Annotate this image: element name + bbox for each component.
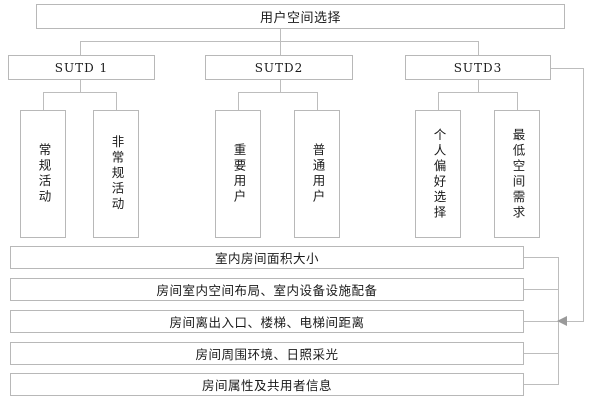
node-attribute-environment-lighting: 房间周围环境、日照采光 (10, 342, 524, 365)
node-regular-activity: 常规活动 (20, 110, 66, 238)
connector-sutd1-to-v2 (116, 92, 117, 110)
node-sutd-3-label: SUTD3 (453, 60, 503, 75)
node-irregular-activity-label: 非常规活动 (109, 135, 125, 213)
connector-bus-drop-sutd3 (478, 41, 479, 56)
node-personal-preference: 个人偏好选择 (415, 110, 461, 238)
node-sutd-1: SUTD 1 (8, 55, 155, 80)
connector-sutd2-to-v3 (238, 92, 239, 110)
node-root-user-space-selection: 用户空间选择 (36, 4, 565, 29)
node-attribute-environment-lighting-label: 房间周围环境、日照采光 (195, 347, 339, 362)
node-attribute-distance-entrance: 房间离出入口、楼梯、电梯间距离 (10, 310, 524, 333)
node-root-label: 用户空间选择 (259, 11, 341, 26)
connector-bus-drop-sutd2 (280, 41, 281, 56)
node-regular-activity-label: 常规活动 (36, 143, 52, 205)
connector-bar3-stub (524, 353, 559, 354)
node-minimum-space-need-label: 最低空间需求 (510, 127, 526, 221)
connector-sutd3-to-v6 (517, 92, 518, 110)
connector-sutd2-drop (280, 80, 281, 92)
arrow-head-icon (557, 316, 567, 326)
node-attribute-distance-entrance-label: 房间离出入口、楼梯、电梯间距离 (169, 315, 365, 330)
connector-sutd1-drop (80, 80, 81, 92)
connector-sutd1-bus (43, 92, 117, 93)
node-important-user: 重要用户 (215, 110, 261, 238)
node-attribute-room-sharing-info: 房间属性及共用者信息 (10, 373, 524, 396)
node-irregular-activity: 非常规活动 (93, 110, 139, 238)
connector-sutd1-to-v1 (43, 92, 44, 110)
node-minimum-space-need: 最低空间需求 (494, 110, 540, 238)
node-sutd-2-label: SUTD2 (254, 60, 304, 75)
connector-sutd3-down (583, 68, 584, 321)
connector-sutd3-drop (478, 80, 479, 92)
node-attribute-layout-equipment-label: 房间室内空间布局、室内设备设施配备 (156, 283, 378, 298)
connector-sutd3-into-attributes (566, 321, 584, 322)
node-ordinary-user-label: 普通用户 (310, 143, 326, 205)
connector-sutd3-right-exit (551, 68, 583, 69)
connector-bar4-stub (524, 384, 559, 385)
connector-sutd3-to-v5 (438, 92, 439, 110)
connector-sutd3-bus (438, 92, 517, 93)
node-sutd-2: SUTD2 (205, 55, 353, 80)
node-important-user-label: 重要用户 (231, 143, 247, 205)
connector-bar2-stub (524, 321, 559, 322)
node-personal-preference-label: 个人偏好选择 (431, 127, 447, 221)
node-sutd-3: SUTD3 (405, 55, 551, 80)
connector-bus-drop-sutd1 (80, 41, 81, 56)
connector-sutd2-bus (238, 92, 317, 93)
node-attribute-room-area-label: 室内房间面积大小 (214, 251, 319, 266)
connector-bar1-stub (524, 289, 559, 290)
connector-root-drop (280, 29, 281, 42)
node-sutd-1-label: SUTD 1 (54, 60, 109, 75)
connector-sutd2-to-v4 (317, 92, 318, 110)
connector-bar0-stub (524, 257, 559, 258)
connector-level2-bus (80, 41, 479, 42)
node-attribute-room-area: 室内房间面积大小 (10, 246, 524, 269)
node-ordinary-user: 普通用户 (294, 110, 340, 238)
node-attribute-layout-equipment: 房间室内空间布局、室内设备设施配备 (10, 278, 524, 301)
node-attribute-room-sharing-info-label: 房间属性及共用者信息 (201, 378, 332, 393)
